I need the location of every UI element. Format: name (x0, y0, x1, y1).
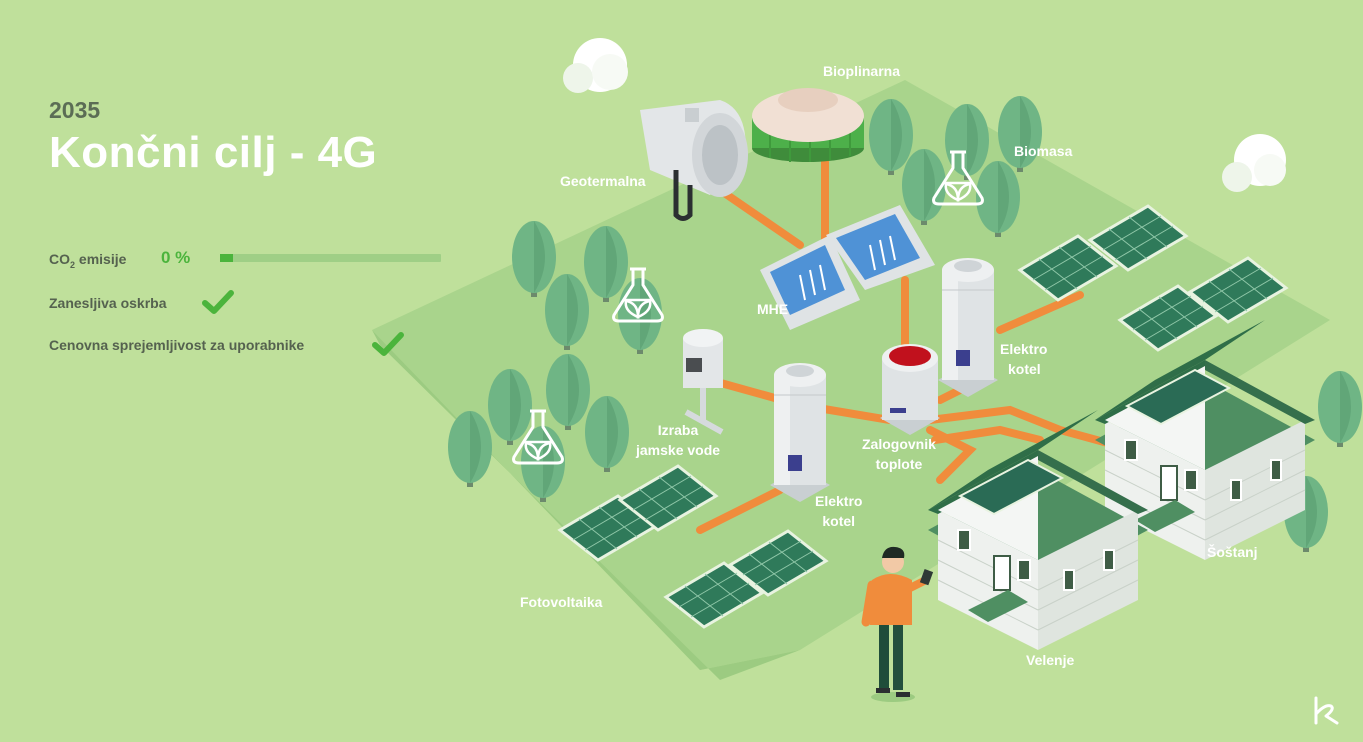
label-elektro-kotel-2-line2: kotel (822, 513, 856, 529)
label-velenje: Velenje (1026, 652, 1075, 668)
label-izraba-line1: Izraba (657, 422, 699, 438)
label-elektro-kotel-1-line1: Elektro (1000, 341, 1048, 357)
check-icon (372, 332, 404, 356)
label-zalogovnik-line1: Zalogovnik (862, 436, 936, 452)
co2-label-main: CO (49, 251, 70, 267)
label-elektro-kotel-1: Elektro kotel (1000, 339, 1047, 379)
year-label: 2035 (49, 97, 101, 123)
co2-progress-fill (220, 254, 234, 262)
mine-water-unit (683, 329, 724, 435)
affordability-label: Cenovna sprejemljivost za uporabnike (49, 337, 305, 353)
reliable-supply-label: Zanesljiva oskrba (49, 295, 167, 311)
co2-emissions-label: CO2 emisije (49, 251, 126, 270)
heat-storage-tank (880, 344, 940, 435)
label-mhe: MHE (757, 301, 789, 317)
geothermal-plant (640, 100, 748, 221)
label-izraba-line2: jamske vode (636, 442, 721, 458)
label-zalogovnik-toplote: Zalogovnik toplote (862, 434, 936, 474)
label-bioplinarna: Bioplinarna (823, 63, 901, 79)
co2-label-rest: emisije (75, 251, 127, 267)
label-zalogovnik-line2: toplote (875, 456, 923, 472)
label-geotermalna: Geotermalna (560, 173, 646, 189)
co2-value: 0 % (161, 248, 191, 267)
label-sostanj: Šoštanj (1207, 544, 1258, 560)
brand-logo-icon (1314, 696, 1339, 725)
label-elektro-kotel-1-line2: kotel (1008, 361, 1041, 377)
check-icon (202, 290, 234, 314)
electric-boiler-tank (937, 257, 999, 398)
page-title: Končni cilj - 4G (49, 128, 378, 177)
cloud-icon (563, 38, 628, 93)
label-elektro-kotel-2: Elektro kotel (815, 491, 862, 531)
label-elektro-kotel-2-line1: Elektro (815, 493, 863, 509)
electric-boiler-tank (769, 362, 831, 503)
label-biomasa: Biomasa (1014, 143, 1073, 159)
label-fotovoltaika: Fotovoltaika (520, 594, 603, 610)
co2-progress-bar (220, 254, 441, 262)
cloud-icon (1222, 134, 1286, 192)
label-izraba-jamske-vode: Izraba jamske vode (636, 420, 720, 460)
person-figure (861, 546, 934, 702)
biogas-plant (752, 88, 864, 162)
hydro-plant (760, 205, 935, 330)
co2-label-sub: 2 (70, 259, 76, 270)
